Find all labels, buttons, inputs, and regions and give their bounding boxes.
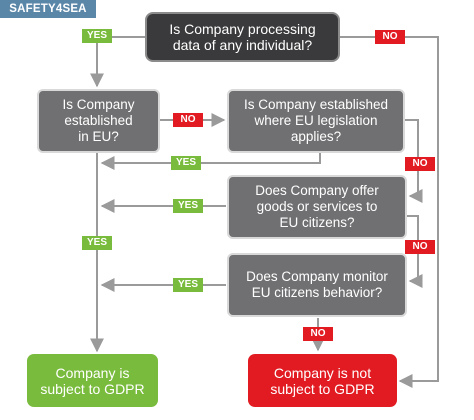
- no-label-q4: NO: [405, 240, 435, 254]
- no-label-q2: NO: [173, 113, 203, 127]
- safety4sea-logo: SAFETY4SEA: [0, 0, 96, 18]
- yes-label-trunk: YES: [82, 236, 112, 250]
- yes-label-q3: YES: [171, 156, 201, 170]
- result-not-subject-to-gdpr: Company is not subject to GDPR: [248, 354, 397, 407]
- question-monitor-behavior: Does Company monitor EU citizens behavio…: [227, 253, 407, 317]
- q1-yes-arrow: [90, 36, 147, 88]
- q3-yes-arrow: [100, 153, 321, 170]
- result-subject-to-gdpr: Company is subject to GDPR: [27, 354, 158, 407]
- question-established-in-eu: Is Company established in EU?: [37, 89, 160, 153]
- question-processing-data: Is Company processing data of any indivi…: [147, 14, 338, 60]
- yes-label-q5: YES: [173, 278, 203, 292]
- no-label-q1: NO: [375, 30, 405, 44]
- no-label-q3: NO: [405, 157, 435, 171]
- question-eu-legislation-applies: Is Company established where EU legislat…: [227, 89, 405, 153]
- yes-label-q1: YES: [82, 29, 112, 43]
- no-label-q5: NO: [303, 327, 333, 341]
- yes-label-q4: YES: [173, 199, 203, 213]
- question-offer-goods-services: Does Company offer goods or services to …: [227, 175, 407, 239]
